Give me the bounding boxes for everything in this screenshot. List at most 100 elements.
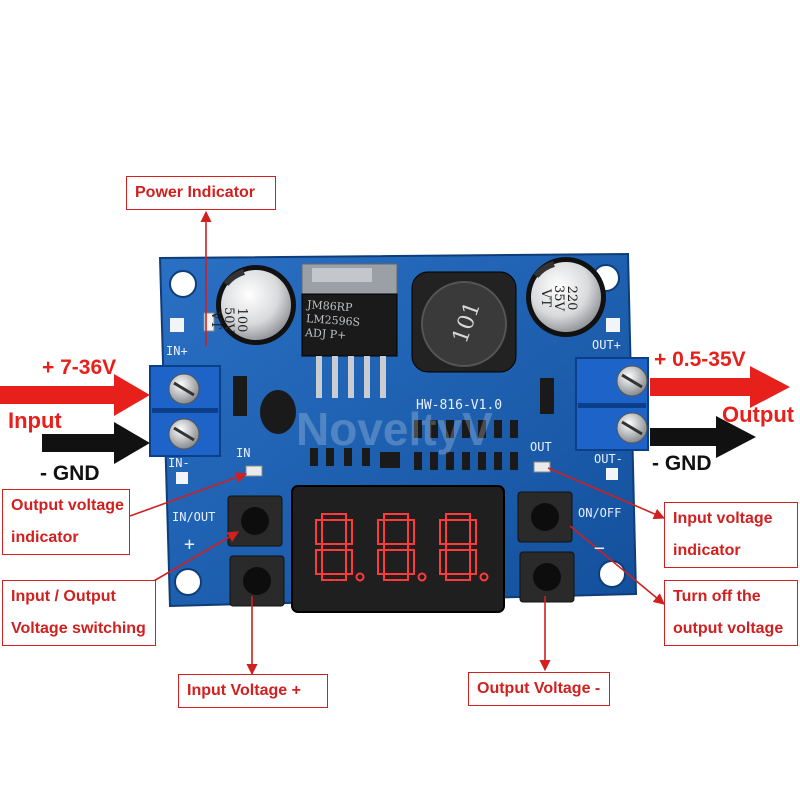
display-digit [315, 513, 365, 582]
in-out-button[interactable] [227, 495, 283, 547]
out-minus-label: OUT- [594, 452, 623, 466]
input-gnd-label: - GND [40, 462, 100, 485]
segment [377, 549, 385, 575]
cap-right-line: VT [538, 288, 553, 308]
power-led [203, 312, 215, 332]
on-off-button-label: ON/OFF [578, 506, 622, 520]
decimal-point [479, 572, 489, 582]
callout-output-voltage-minus: Output Voltage - [468, 672, 610, 706]
callout-turn-off-output: Turn off the output voltage [664, 580, 798, 646]
callout-power-indicator: Power Indicator [126, 176, 276, 210]
callout-io-switching: Input / Output Voltage switching [2, 580, 156, 646]
output-gnd-label: - GND [652, 452, 712, 475]
inductor [411, 271, 517, 373]
display-digit [377, 513, 427, 582]
callout-text: Input voltage [673, 510, 773, 527]
out-plus-label: OUT+ [592, 338, 621, 352]
out-led [533, 461, 551, 473]
watermark: NoveltyV [296, 403, 493, 455]
callout-input-voltage-plus: Input Voltage + [178, 674, 328, 708]
output-capacitor-marking: 220 35V VT [538, 268, 579, 328]
callout-text: Input Voltage + [187, 682, 301, 699]
segment [439, 549, 447, 575]
in-led-label: IN [236, 446, 251, 460]
in-out-button-label: IN/OUT [172, 510, 216, 524]
segment [321, 573, 347, 581]
output-voltage-range: + 0.5-35V [654, 348, 746, 371]
mounting-hole [598, 560, 626, 588]
callout-text: Turn off the [673, 588, 761, 605]
leader-turn-off-output [569, 525, 665, 605]
cap-right-line: 220 [564, 285, 579, 311]
segment [445, 543, 471, 551]
callout-text: Voltage switching [11, 620, 146, 637]
callout-text: Output Voltage - [477, 680, 601, 697]
segment [383, 543, 409, 551]
segment [345, 519, 353, 545]
cap-left-line: VT [208, 310, 223, 330]
display-digit [439, 513, 489, 582]
leader-io-switching [151, 531, 239, 583]
segment [321, 543, 347, 551]
output-terminal [575, 357, 649, 451]
input-capacitor-marking: 100 50V VT [208, 290, 249, 350]
callout-text: Output voltage [11, 497, 124, 514]
in-minus-label: IN- [168, 456, 190, 470]
segment [345, 549, 353, 575]
segment [377, 519, 385, 545]
cap-left-line: 50V [221, 307, 236, 333]
out-led-label: OUT [530, 440, 552, 454]
smd-components [233, 376, 554, 470]
mounting-hole [169, 270, 197, 298]
callout-text: indicator [11, 529, 79, 546]
input-gnd-arrow [42, 422, 150, 464]
callout-output-voltage-indicator: Output voltage indicator [2, 489, 130, 555]
output-label: Output [722, 402, 795, 427]
segment [321, 513, 347, 521]
segment [407, 549, 415, 575]
output-gnd-arrow [650, 416, 756, 458]
mounting-hole [174, 568, 202, 596]
segment [407, 519, 415, 545]
input-label: Input [8, 408, 62, 433]
in-plus-label: IN+ [166, 344, 188, 358]
segment [439, 519, 447, 545]
regulator-chip [301, 263, 398, 398]
segment [383, 513, 409, 521]
callout-input-voltage-indicator: Input voltage indicator [664, 502, 798, 568]
display-digits [315, 513, 489, 582]
output-capacitor [526, 257, 606, 337]
minus-mark: − [594, 538, 605, 559]
callout-text: indicator [673, 542, 741, 559]
segment [469, 519, 477, 545]
segment [469, 549, 477, 575]
segment [383, 573, 409, 581]
in-led [245, 465, 263, 477]
input-capacitor [216, 265, 296, 345]
plus-mark: + [184, 534, 195, 555]
decimal-point [355, 572, 365, 582]
segment [315, 519, 323, 545]
decimal-point [417, 572, 427, 582]
leader-output-voltage-indicator [129, 472, 248, 517]
segment [445, 513, 471, 521]
input-voltage-plus-button[interactable] [229, 555, 285, 607]
leader-input-voltage-indicator [547, 467, 666, 520]
on-off-button[interactable] [517, 491, 573, 543]
segment [315, 549, 323, 575]
input-plus-arrow [0, 374, 150, 416]
callout-text: output voltage [673, 620, 784, 637]
cap-right-line: 35V [551, 285, 566, 311]
output-plus-arrow [650, 366, 790, 408]
input-terminal [149, 365, 221, 457]
model-label: HW-816-V1.0 [416, 398, 503, 413]
input-voltage-range: + 7-36V [42, 356, 117, 379]
cap-left-line: 100 [234, 307, 249, 333]
output-voltage-minus-button[interactable] [519, 551, 575, 603]
segment [445, 573, 471, 581]
chip-marking: JM86RP LM2596S ADJ P+ [305, 298, 362, 344]
callout-text: Input / Output [11, 588, 116, 605]
callout-text: Power Indicator [135, 184, 256, 201]
